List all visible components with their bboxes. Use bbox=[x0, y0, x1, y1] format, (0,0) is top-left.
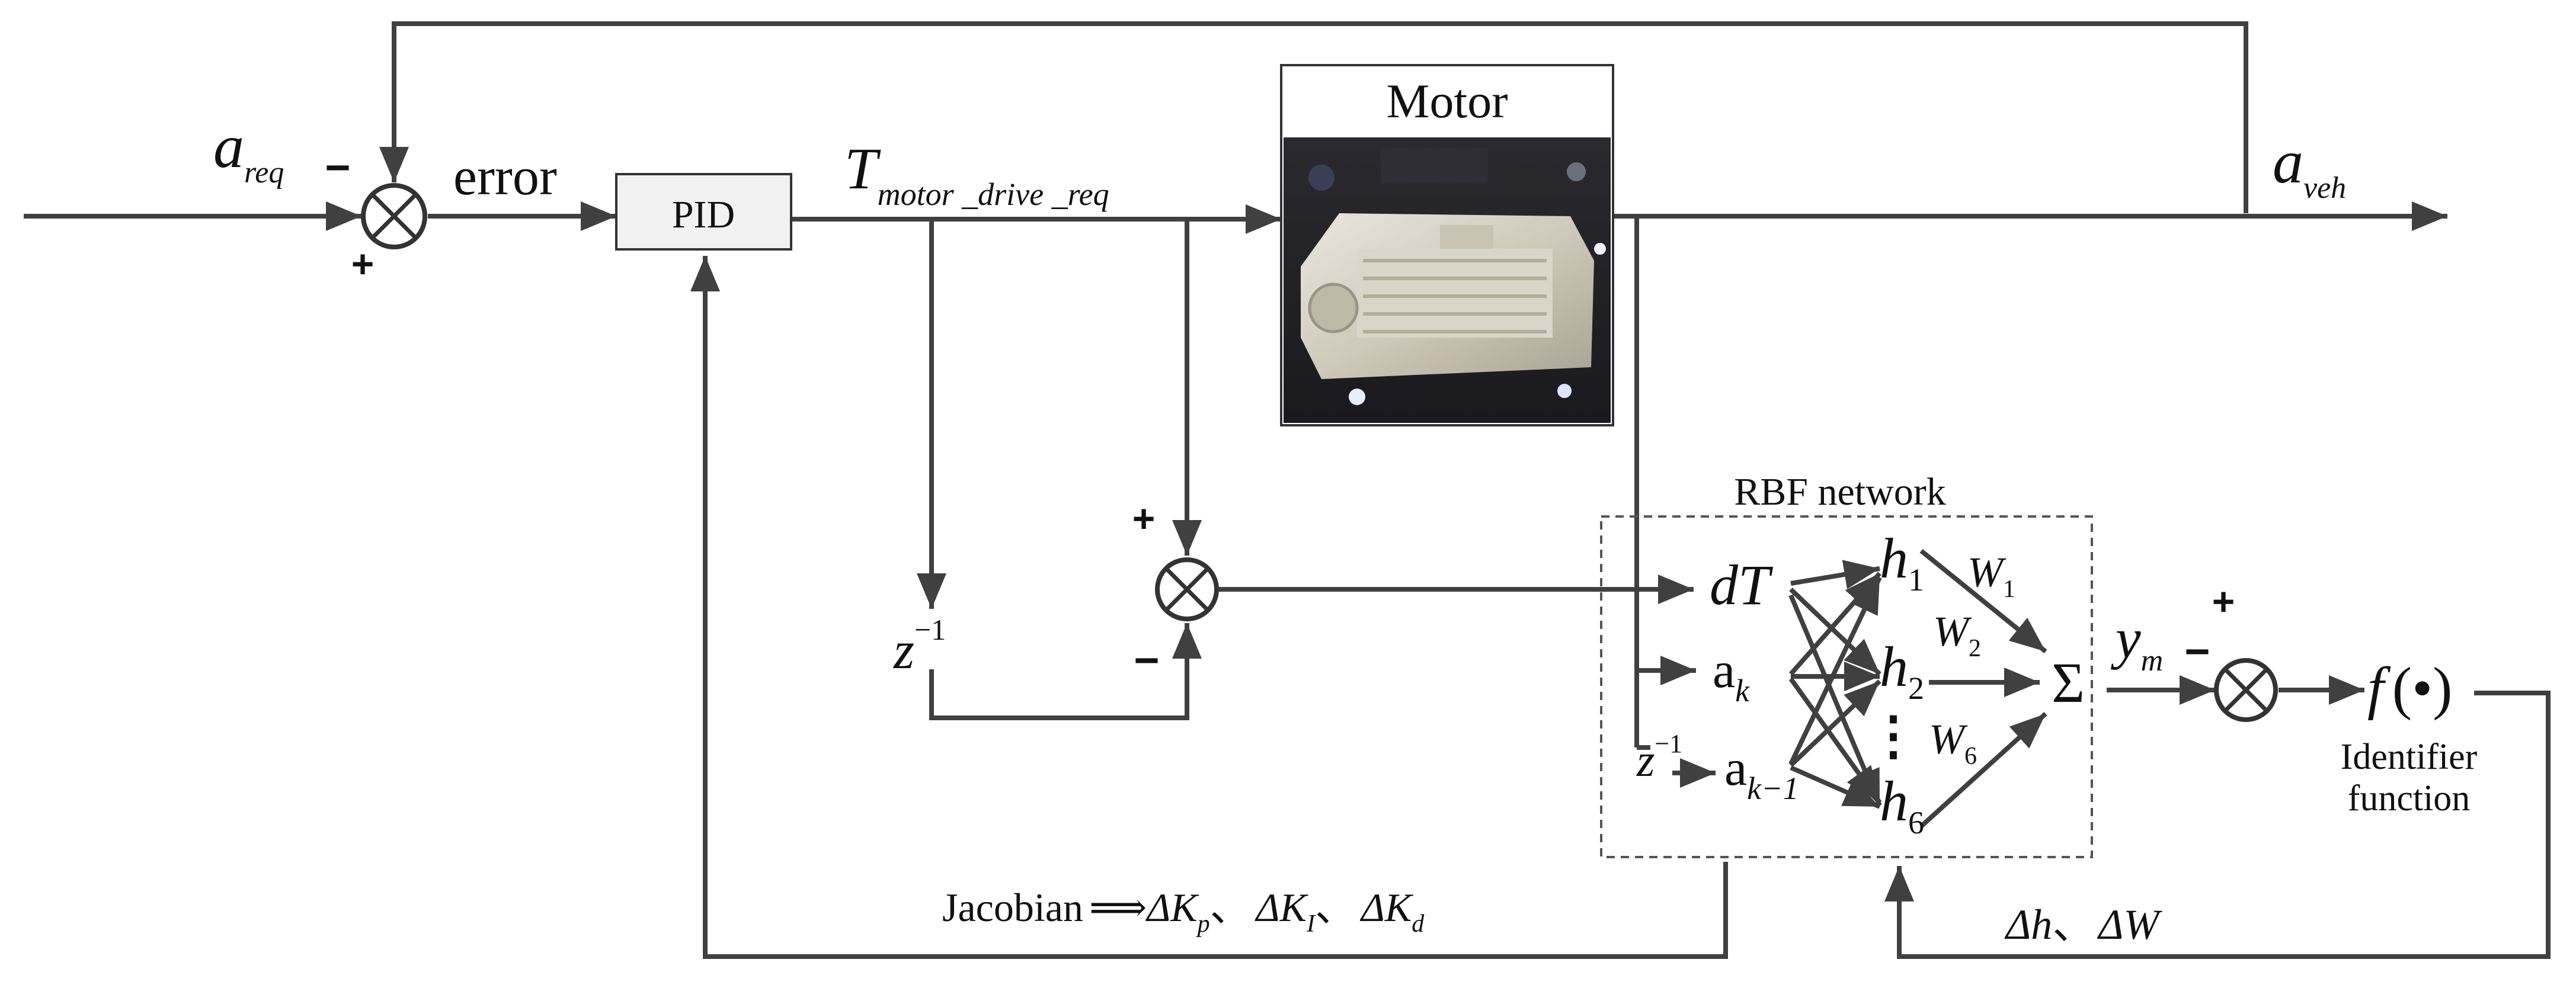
weight-w6: W6 bbox=[1929, 716, 1977, 770]
weight-w2: W2 bbox=[1933, 608, 1981, 662]
w1-line bbox=[1919, 548, 2047, 654]
summing-junction-2 bbox=[1155, 557, 1219, 621]
conn-ak1-h2 bbox=[1789, 679, 1881, 767]
hidden-node-h2: h2 bbox=[1880, 635, 1924, 706]
sum1-plus-sign: + bbox=[351, 242, 375, 285]
motor-photo-icon bbox=[1284, 137, 1611, 423]
weight-w1: W1 bbox=[1967, 548, 2015, 603]
hidden-node-dots: ⋮ bbox=[1867, 708, 1919, 765]
signal-lines bbox=[24, 21, 2551, 959]
sum2-plus-sign: + bbox=[1132, 496, 1156, 540]
motor-label: Motor bbox=[1387, 74, 1508, 128]
delay-label: z−1 bbox=[892, 613, 946, 680]
rbf-delay-label: z−1 bbox=[1636, 729, 1682, 786]
conn-dT-h1 bbox=[1790, 560, 1880, 589]
sum3-plus-sign: + bbox=[2212, 579, 2235, 623]
pid-block: PID bbox=[615, 173, 792, 251]
circle-times-icon bbox=[2223, 668, 2268, 713]
update-label: Δh、ΔW bbox=[2004, 901, 2163, 948]
top-feedback-line bbox=[379, 21, 2248, 213]
identifier-fn-label: f(•) bbox=[2367, 655, 2452, 721]
ym-label: ym bbox=[2110, 607, 2163, 678]
hidden-node-h1: h1 bbox=[1880, 527, 1924, 598]
update-feedback-line bbox=[1884, 691, 2551, 959]
jacobian-label: Jacobian⟹ΔKp、ΔKI、ΔKd bbox=[942, 885, 1425, 938]
error-label: error bbox=[453, 147, 557, 206]
conn-ak1-h1 bbox=[1788, 576, 1882, 765]
sum-node-sigma: Σ bbox=[2052, 651, 2085, 714]
hidden-node-h6: h6 bbox=[1880, 769, 1924, 840]
rbf-input-dT: dT bbox=[1710, 553, 1774, 617]
rbf-input-a-k: ak bbox=[1713, 641, 1750, 708]
summing-junction-3 bbox=[2214, 658, 2278, 722]
summing-junction-1 bbox=[361, 183, 427, 249]
a-req-label: areq bbox=[213, 113, 284, 190]
rbf-input-a-k1: ak−1 bbox=[1724, 739, 1799, 806]
rbf-title: RBF network bbox=[1734, 470, 1946, 514]
identifier-caption-2: function bbox=[2348, 778, 2471, 819]
sum2-minus-sign: − bbox=[1134, 636, 1159, 685]
motor-block: Motor bbox=[1280, 64, 1614, 426]
a-veh-label: aveh bbox=[2273, 128, 2346, 205]
pid-label: PID bbox=[672, 193, 735, 236]
torque-label: Tmotor _drive _req bbox=[844, 136, 1109, 212]
circle-times-icon bbox=[1164, 567, 1209, 612]
rbf-network-box: RBF network bbox=[1600, 470, 2093, 858]
circle-times-icon bbox=[370, 192, 418, 240]
sum3-minus-sign: − bbox=[2184, 627, 2210, 676]
identifier-caption-1: Identifier bbox=[2341, 737, 2478, 777]
sum1-minus-sign: − bbox=[325, 143, 350, 192]
sum2-minus-line bbox=[929, 623, 1202, 720]
conn-dT-h2 bbox=[1789, 588, 1881, 676]
jacobian-feedback-line bbox=[690, 256, 1728, 959]
w6-line bbox=[1919, 712, 2047, 828]
conn-ak1-h6 bbox=[1790, 765, 1881, 809]
